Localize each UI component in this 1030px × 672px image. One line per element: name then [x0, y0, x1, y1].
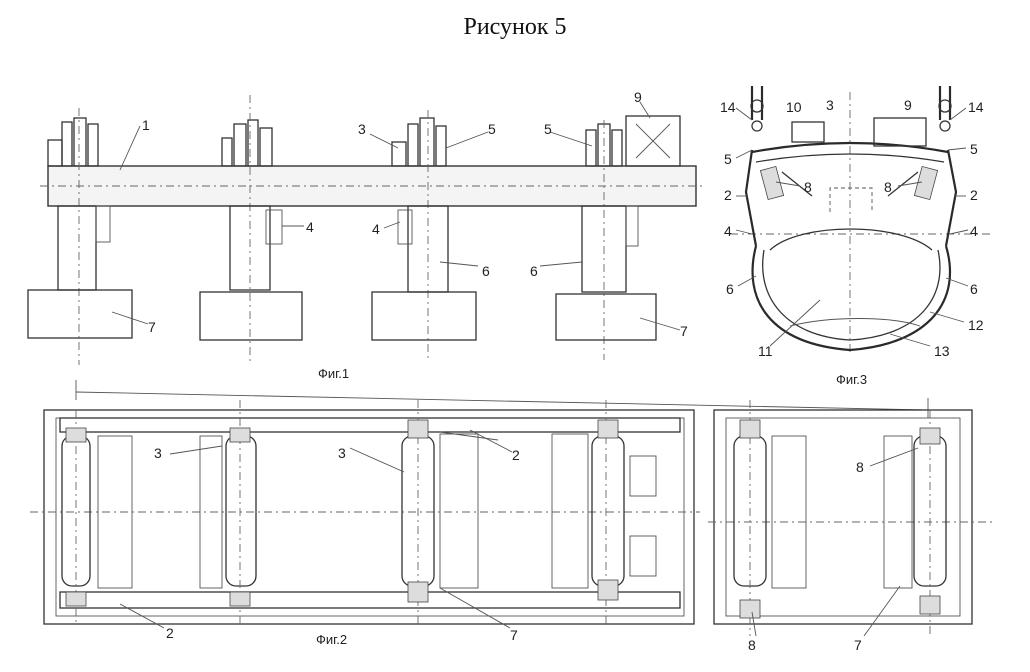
equipment-box-9 — [625, 115, 681, 167]
fig3-label-9: 9 — [904, 97, 912, 113]
fig3-label-14a: 14 — [720, 99, 736, 115]
fig1-label-6a: 6 — [482, 263, 490, 279]
fig1-label-7a: 7 — [148, 319, 156, 335]
fig2-plan-view: 3 3 2 8 2 7 8 7 Фиг.2 — [30, 380, 995, 653]
fig1-side-view: 1 3 5 5 9 4 4 6 6 7 7 Фиг.1 — [27, 89, 705, 381]
column-group-2 — [199, 95, 303, 362]
fig2-label-3b: 3 — [338, 445, 346, 461]
fig3-label-3: 3 — [826, 97, 834, 113]
fig2-label-3a: 3 — [154, 445, 162, 461]
fig1-label-1: 1 — [142, 117, 150, 133]
hanger-right — [938, 86, 952, 132]
figure-title: Рисунок 5 — [463, 14, 567, 40]
fig3-label-5b: 5 — [970, 141, 978, 157]
column-group-1 — [27, 108, 133, 365]
fig3-label-4a: 4 — [724, 223, 732, 239]
equipment-box-9-section — [873, 117, 927, 147]
fig2-caption: Фиг.2 — [316, 632, 347, 647]
fig3-label-2a: 2 — [724, 187, 732, 203]
fig1-label-4b: 4 — [372, 221, 380, 237]
fig2-label-2a: 2 — [512, 447, 520, 463]
fig2-label-7a: 7 — [510, 627, 518, 643]
fig1-label-5b: 5 — [544, 121, 552, 137]
fig3-caption: Фиг.3 — [836, 372, 867, 387]
fig2-label-2b: 2 — [166, 625, 174, 641]
fig1-label-7b: 7 — [680, 323, 688, 339]
fig2-label-8b: 8 — [748, 637, 756, 653]
fig3-label-10: 10 — [786, 99, 802, 115]
fig3-label-11: 11 — [758, 343, 773, 359]
fig3-label-13: 13 — [934, 343, 950, 359]
fig3-label-12: 12 — [968, 317, 984, 333]
fig2-label-7b: 7 — [854, 637, 862, 653]
plan-frame-left — [43, 409, 695, 625]
plan-unit-1 — [61, 410, 133, 624]
plan-unit-2 — [199, 400, 257, 624]
fig3-label-8a: 8 — [804, 179, 812, 195]
fig3-label-4b: 4 — [970, 223, 978, 239]
fig2-label-8a: 8 — [856, 459, 864, 475]
fig1-caption: Фиг.1 — [318, 366, 349, 381]
fig3-label-2b: 2 — [970, 187, 978, 203]
plan-unit-6 — [883, 410, 947, 636]
fig1-label-6b: 6 — [530, 263, 538, 279]
equipment-box-10 — [791, 121, 825, 143]
fig3-label-6b: 6 — [970, 281, 978, 297]
fig1-label-9: 9 — [634, 89, 642, 105]
column-group-4 — [555, 115, 681, 360]
plan-unit-3 — [401, 400, 479, 624]
column-group-3 — [371, 110, 477, 362]
plan-frame-right — [713, 409, 973, 625]
plan-unit-4 — [551, 400, 657, 624]
plan-unit-5 — [733, 400, 807, 636]
fig1-label-4a: 4 — [306, 219, 314, 235]
fig3-label-8b: 8 — [884, 179, 892, 195]
hanger-left — [750, 86, 764, 132]
fig3-label-6a: 6 — [726, 281, 734, 297]
fig1-label-5a: 5 — [488, 121, 496, 137]
fig1-label-3: 3 — [358, 121, 366, 137]
fig3-cross-section: 14 10 3 9 14 5 5 8 8 2 2 4 4 6 6 11 12 1… — [720, 86, 990, 387]
fig3-label-14b: 14 — [968, 99, 984, 115]
fig3-label-5a: 5 — [724, 151, 732, 167]
